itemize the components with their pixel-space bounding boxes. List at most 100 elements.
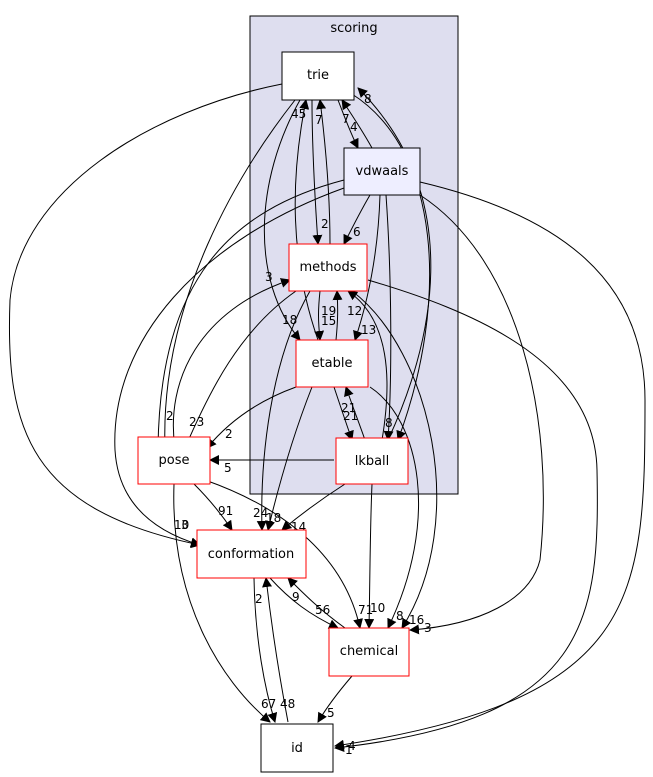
edge-label: 1 [345, 743, 353, 757]
edge-label: 71 [358, 603, 373, 617]
node-label: lkball [355, 454, 390, 469]
node-box[interactable] [335, 437, 409, 485]
edge-label: 13 [361, 323, 376, 337]
node-etable[interactable]: etable [295, 339, 369, 388]
edge-label: 16 [409, 613, 424, 627]
edge-label: 18 [282, 313, 297, 327]
edge-lkball-chemical [364, 483, 375, 629]
edge-label: 19 [321, 304, 336, 318]
edge-pose-conformation [193, 483, 233, 531]
node-box[interactable] [343, 147, 421, 196]
node-chemical[interactable]: chemical [328, 627, 410, 677]
edge-label: 3 [265, 270, 273, 284]
edge-label: 5 [224, 461, 232, 475]
edge-label: 21 [343, 409, 358, 423]
edge-lkball-trie [357, 87, 432, 441]
node-label: trie [307, 68, 329, 83]
edges [8, 83, 646, 752]
edge-label: 23 [189, 415, 204, 429]
edge-labels: 45 7 7 4 8 2 6 3 19 15 18 12 13 21 21 8 … [166, 92, 432, 757]
node-box[interactable] [196, 529, 307, 579]
edge-vdwaals-chemical [409, 194, 544, 635]
edge-label: 3 [181, 518, 189, 532]
node-id[interactable]: id [260, 723, 334, 773]
edge-label: 5 [327, 706, 335, 720]
edge-label: 18 [266, 511, 281, 525]
edge-methods-pose [183, 290, 297, 449]
edge-label: 2 [225, 427, 233, 441]
edge-etable-lkball [333, 386, 354, 441]
node-label: vdwaals [356, 164, 409, 179]
edge-methods-chemical [351, 290, 438, 629]
edge-id-conformation [262, 577, 289, 723]
edge-trie-conformation [8, 83, 283, 549]
edge-label: 56 [315, 603, 330, 617]
edge-label: 21 [341, 401, 356, 415]
edge-label: 9 [292, 590, 300, 604]
edge-etable-pose [206, 386, 297, 449]
edge-vdwaals-id [334, 181, 646, 750]
edge-pose-chemical [204, 479, 363, 629]
edge-vdwaals-lkball [383, 194, 394, 441]
node-label: methods [300, 260, 357, 275]
edge-vdwaals-trie [341, 99, 373, 149]
node-box[interactable] [260, 723, 334, 773]
edge-label: 48 [280, 697, 295, 711]
edge-trie-methods [311, 99, 323, 245]
edge-conformation-id [253, 577, 278, 723]
node-conformation[interactable]: conformation [196, 529, 307, 579]
cluster-label: scoring [330, 21, 377, 36]
edge-lkball-etable [344, 386, 366, 441]
edge-label: 2 [321, 217, 329, 231]
edge-methods-conformation [256, 290, 311, 531]
edge-methods-etable [314, 290, 325, 341]
edge-lkball-methods [347, 290, 388, 441]
node-pose[interactable]: pose [137, 436, 211, 485]
node-label: pose [159, 453, 190, 468]
edge-methods-trie [316, 99, 331, 245]
edge-label: 67 [261, 697, 276, 711]
edge-label: 7 [315, 113, 323, 127]
edge-etable-chemical [369, 386, 420, 629]
edge-etable-conformation [265, 386, 313, 531]
edge-trie-vdwaals [337, 99, 359, 149]
edge-pose-id [173, 483, 271, 723]
edge-label: 8 [396, 609, 404, 623]
edge-trie-etable [263, 99, 301, 341]
edge-conformation-chemical [269, 577, 339, 629]
edge-etable-trie [294, 99, 319, 341]
edge-pose-methods [172, 278, 291, 449]
node-vdwaals[interactable]: vdwaals [343, 147, 421, 196]
edge-label: 3 [424, 621, 432, 635]
edge-lkball-conformation [281, 483, 346, 531]
node-lkball[interactable]: lkball [335, 437, 409, 485]
node-box[interactable] [288, 243, 368, 292]
node-box[interactable] [295, 339, 369, 388]
edge-label: 15 [321, 314, 336, 328]
edge-label: 2 [255, 592, 263, 606]
edge-vdwaals-methods [343, 194, 371, 245]
edge-chemical-id [317, 675, 353, 723]
node-methods[interactable]: methods [288, 243, 368, 292]
edge-methods-id [334, 279, 598, 752]
edge-label: 7 [342, 112, 350, 126]
edge-label: 45 [291, 107, 306, 121]
edge-label: 12 [347, 304, 362, 318]
node-label: conformation [208, 547, 295, 562]
edge-label: 91 [218, 504, 233, 518]
edge-label: 6 [353, 225, 361, 239]
edge-etable-methods [332, 290, 343, 341]
node-box[interactable] [281, 51, 355, 101]
node-box[interactable] [328, 627, 410, 677]
node-label: etable [312, 356, 353, 371]
edge-label: 8 [364, 92, 372, 106]
edge-label: 10 [370, 601, 385, 615]
edge-chemical-conformation [287, 577, 346, 629]
edge-label: 4 [348, 739, 356, 753]
edge-label: 8 [385, 416, 393, 430]
node-trie[interactable]: trie [281, 51, 355, 101]
edge-label: 2 [166, 409, 174, 423]
node-box[interactable] [137, 436, 211, 485]
edge-trie-pose [159, 99, 296, 449]
